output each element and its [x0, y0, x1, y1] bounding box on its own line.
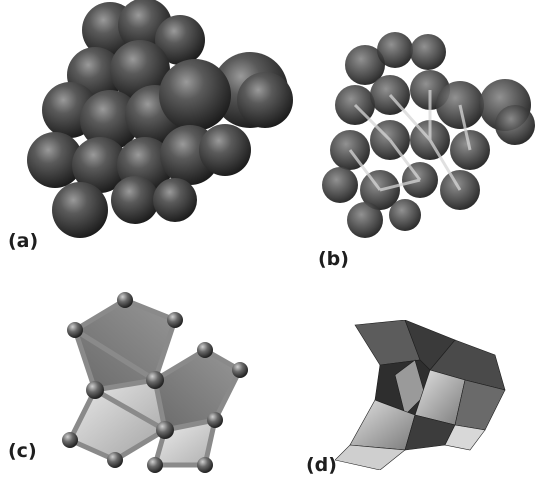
polyhedral-molecule-image	[335, 320, 515, 470]
translucent-molecule-image	[310, 30, 540, 250]
panel-a-space-filling-model	[15, 0, 305, 250]
panel-b-label: (b)	[318, 250, 349, 269]
space-filling-molecule-image	[15, 0, 305, 250]
panel-a-label: (a)	[8, 232, 38, 251]
panel-c-ball-and-stick-model	[45, 290, 255, 480]
ball-and-stick-molecule-image	[45, 290, 255, 480]
panel-b-translucent-sphere-model	[310, 30, 540, 250]
panel-d-label: (d)	[306, 456, 337, 475]
panel-d-polyhedral-model	[335, 320, 515, 470]
panel-c-label: (c)	[8, 442, 37, 461]
